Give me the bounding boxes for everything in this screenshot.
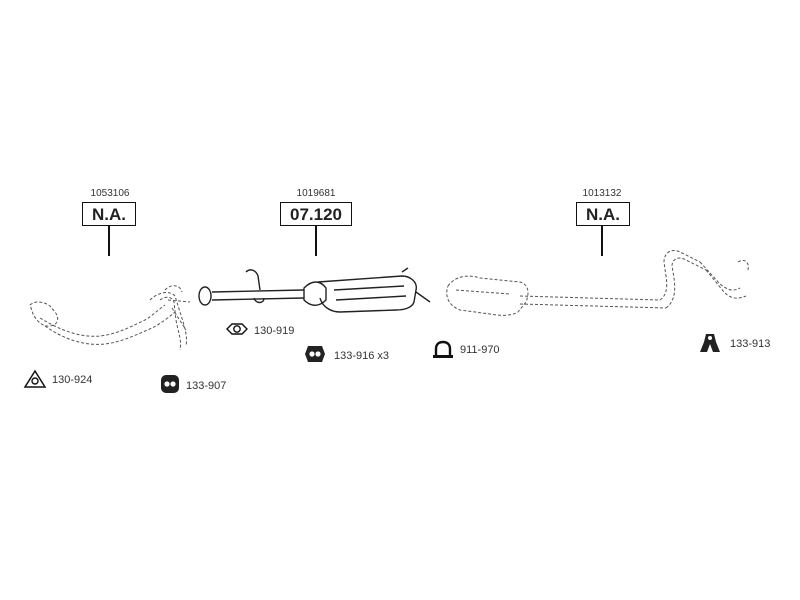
rear-silencer-drawing: [446, 249, 749, 316]
accessory-label-133-916: 133-916 x3: [334, 350, 390, 362]
accessory-label-911-970: 911-970: [460, 344, 500, 356]
accessory-label-130-924: 130-924: [52, 374, 93, 386]
part-number-box-1: N.A.: [82, 202, 136, 226]
triangle-gasket-icon: [23, 369, 47, 388]
accessory-label-133-907: 133-907: [186, 380, 227, 392]
section-ref-1053106: 1053106: [90, 188, 130, 199]
leader-line-3: [601, 226, 603, 256]
front-pipe-drawing: [29, 285, 191, 351]
section-ref-1019681: 1019681: [296, 188, 336, 199]
rubber-hanger-icon: [305, 346, 325, 362]
exhaust-bracket-icon: [700, 334, 720, 352]
leader-line-1: [108, 226, 110, 256]
rubber-mount-icon: [161, 375, 179, 393]
pipe-clamp-icon: [433, 340, 453, 358]
part-number-box-2: 07.120: [280, 202, 352, 226]
leader-line-2: [315, 226, 317, 256]
section-ref-1013132: 1013132: [582, 188, 622, 199]
accessory-label-133-913: 133-913: [730, 338, 771, 350]
flange-gasket-icon: [226, 323, 248, 335]
center-silencer-drawing: [198, 267, 431, 313]
part-number-box-3: N.A.: [576, 202, 630, 226]
accessory-label-130-919: 130-919: [254, 325, 295, 337]
